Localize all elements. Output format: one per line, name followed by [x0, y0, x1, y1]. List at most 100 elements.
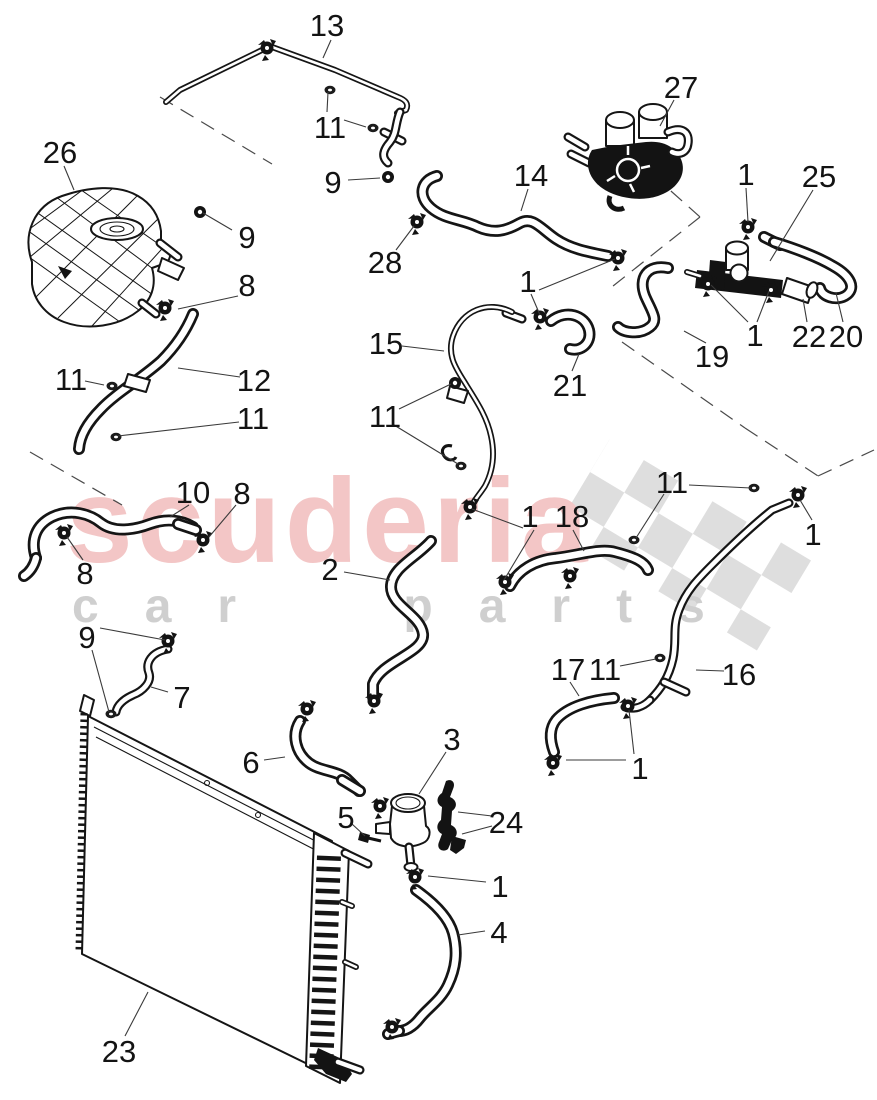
callout-leader-line	[461, 825, 493, 835]
callout-leader-line	[756, 290, 770, 323]
callout-leader-line	[769, 189, 814, 262]
callout-leader-line	[457, 930, 486, 936]
part-callout-11: 11	[369, 399, 401, 434]
part-callout-15: 15	[369, 326, 403, 361]
construction-dash-line	[29, 451, 123, 506]
callout-leader-line	[322, 39, 332, 59]
part-callout-4: 4	[490, 915, 507, 950]
tube-core	[30, 509, 197, 562]
hose-12	[73, 308, 199, 455]
callout-leader-line	[835, 292, 844, 323]
part-callout-18: 18	[555, 499, 589, 534]
callout-leader-line	[393, 424, 459, 465]
hose-21	[545, 308, 596, 356]
part-callout-1: 1	[737, 157, 754, 192]
hose-20	[758, 231, 858, 305]
tube-core	[547, 311, 593, 353]
callout-leader-line	[343, 119, 367, 128]
tube-core	[568, 151, 592, 166]
radiator	[75, 694, 373, 1084]
hose-7	[111, 644, 173, 717]
callout-leader-line	[659, 99, 675, 127]
expansion-tank	[27, 187, 185, 328]
construction-dash-line	[607, 216, 701, 291]
callout-leader-line	[710, 284, 749, 323]
adapter-22	[781, 277, 819, 304]
coolant-pipe-15	[440, 303, 527, 510]
part-callout-28: 28	[368, 245, 402, 280]
part-callout-1: 1	[804, 517, 821, 552]
hose-14	[416, 170, 614, 262]
part-callout-11: 11	[237, 401, 269, 436]
auxiliary-pump-3	[375, 793, 431, 872]
part-callout-1: 1	[631, 751, 648, 786]
callout-leader-line	[503, 529, 535, 581]
callout-leader-line	[326, 91, 329, 113]
part-callout-9: 9	[78, 620, 95, 655]
tube-core	[113, 646, 171, 715]
part-callout-23: 23	[102, 1034, 136, 1069]
part-callout-26: 26	[43, 135, 77, 170]
part-callout-9: 9	[238, 220, 255, 255]
construction-dash-line	[817, 449, 875, 477]
callout-leader-line	[347, 177, 381, 181]
callout-leader-line	[66, 536, 84, 561]
callout-leader-line	[84, 380, 105, 386]
tube-core	[340, 900, 354, 908]
callout-leader-line	[63, 165, 75, 191]
callout-leader-line	[401, 345, 445, 352]
callout-leader-line	[619, 658, 657, 667]
callout-leader-line	[177, 295, 239, 310]
radiator-fins-edge	[75, 712, 88, 952]
bolt-5	[358, 832, 382, 843]
callout-leader-line	[351, 823, 366, 837]
tube-core	[665, 127, 691, 156]
part-callout-27: 27	[664, 70, 698, 105]
part-callout-11: 11	[55, 362, 87, 397]
callout-leader-line	[688, 484, 752, 489]
part-callout-6: 6	[242, 745, 259, 780]
callout-leader-line	[395, 225, 415, 251]
part-callout-7: 7	[173, 680, 190, 715]
tube-core	[139, 300, 159, 317]
part-callout-19: 19	[695, 339, 729, 374]
tube-core	[685, 270, 702, 278]
tube-core	[770, 238, 855, 302]
callout-leader-line	[177, 367, 241, 378]
callout-leader-line	[91, 649, 110, 713]
part-callout-16: 16	[722, 657, 756, 692]
callout-leader-line	[202, 212, 233, 231]
hose-18	[504, 544, 654, 592]
tube-core	[342, 850, 371, 867]
part-callout-1: 1	[519, 264, 536, 299]
hose-17	[544, 692, 620, 758]
part-callout-8: 8	[76, 556, 93, 591]
callout-leader-line	[124, 991, 149, 1037]
tube-core	[392, 886, 459, 1035]
hose-10	[18, 506, 202, 582]
tube-core	[174, 520, 200, 534]
part-callout-1: 1	[746, 318, 763, 353]
tube-core	[661, 679, 689, 695]
callout-leader-line	[398, 383, 452, 410]
tube-core	[449, 305, 514, 509]
part-callout-21: 21	[553, 368, 587, 403]
part-callout-20: 20	[829, 319, 863, 354]
tube-core	[381, 109, 403, 166]
part-callout-17: 17	[551, 652, 585, 687]
part-callout-9: 9	[324, 165, 341, 200]
pipe-bracket	[446, 385, 469, 404]
checkered-flag	[555, 439, 812, 651]
watermark-subtitle-text: car parts	[72, 580, 751, 633]
callout-leader-line	[569, 681, 580, 697]
filler-cap	[90, 217, 144, 241]
part-callout-3: 3	[443, 722, 460, 757]
callout-leader-line	[571, 353, 580, 372]
tube-core	[506, 547, 652, 590]
tube-core	[565, 134, 588, 150]
tank-hatch	[28, 188, 171, 327]
tube-core	[338, 776, 364, 795]
part-callout-25: 25	[802, 159, 836, 194]
